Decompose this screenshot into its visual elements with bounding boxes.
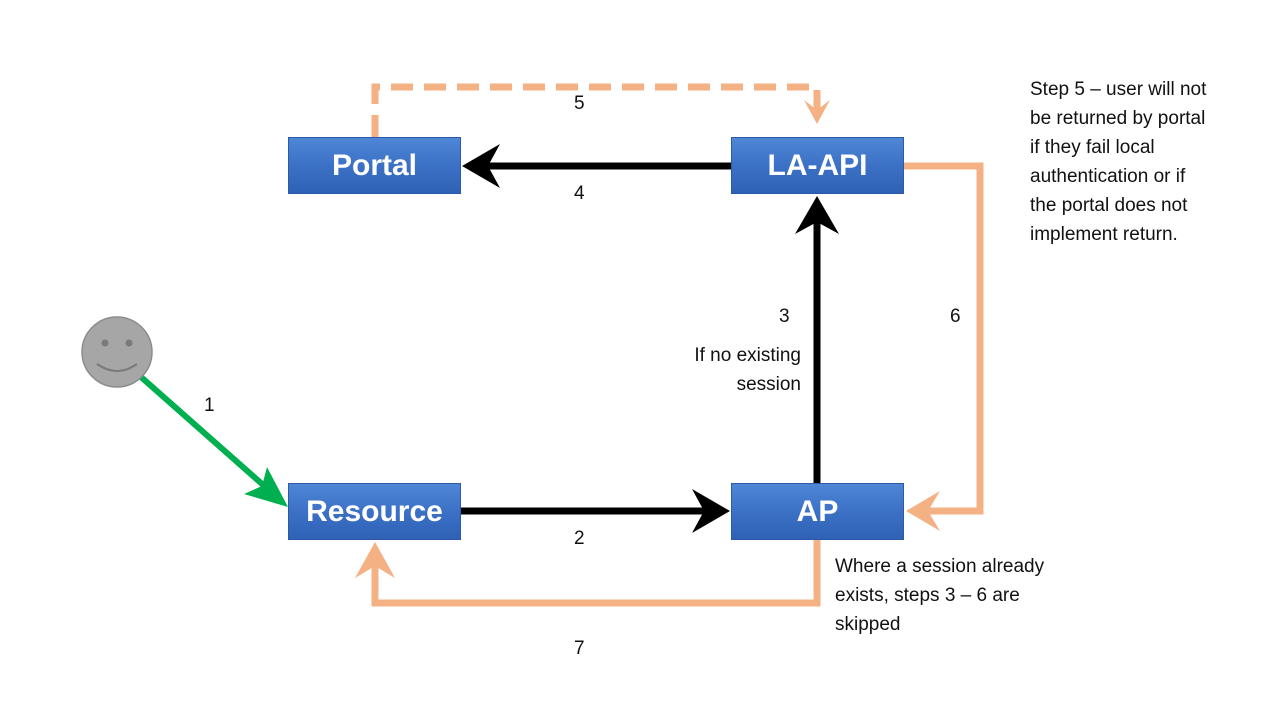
note-session-line: skipped — [835, 614, 901, 635]
note-step5: Step 5 – user will not be returned by po… — [1030, 75, 1206, 249]
step-label-5: 5 — [574, 93, 585, 114]
step3-condition-line: If no existing — [694, 345, 801, 366]
arrowhead-step1 — [244, 467, 288, 507]
step3-condition-text: If no existing session — [620, 341, 801, 399]
smiley-face-icon — [81, 316, 153, 388]
note-step5-line: Step 5 – user will not — [1030, 79, 1207, 100]
note-step5-line: the portal does not — [1030, 195, 1188, 216]
arrowhead-step4 — [462, 144, 500, 188]
note-step5-line: authentication or if — [1030, 166, 1186, 187]
note-session-line: exists, steps 3 – 6 are — [835, 585, 1020, 606]
note-session-line: Where a session already — [835, 556, 1045, 577]
step-label-4: 4 — [574, 183, 585, 204]
arrowhead-step5 — [804, 100, 830, 124]
arrow-step6-laapi-to-ap — [904, 162, 984, 515]
node-portal: Portal — [288, 137, 461, 194]
note-step5-line: be returned by portal — [1030, 108, 1206, 129]
step-label-2: 2 — [574, 528, 585, 549]
arrowhead-step3 — [795, 196, 839, 234]
arrowhead-step2 — [692, 489, 730, 533]
arrow-step1-user-to-resource — [139, 374, 272, 494]
arrow-step7-ap-to-resource — [371, 539, 821, 607]
arrowhead-step6 — [906, 491, 940, 531]
step-label-6: 6 — [950, 306, 961, 327]
note-session-exists: Where a session already exists, steps 3 … — [835, 552, 1044, 639]
arrowhead-step7 — [355, 542, 395, 578]
node-la-api: LA-API — [731, 137, 904, 194]
step3-condition-line: session — [736, 374, 801, 395]
node-ap: AP — [731, 483, 904, 540]
arrow-step5-portal-to-laapi — [371, 83, 821, 137]
step-label-3: 3 — [779, 306, 790, 327]
note-step5-line: if they fail local — [1030, 137, 1155, 158]
step-label-7: 7 — [574, 638, 585, 659]
step-label-1: 1 — [204, 395, 215, 416]
note-step5-line: implement return. — [1030, 224, 1178, 245]
node-resource: Resource — [288, 483, 461, 540]
